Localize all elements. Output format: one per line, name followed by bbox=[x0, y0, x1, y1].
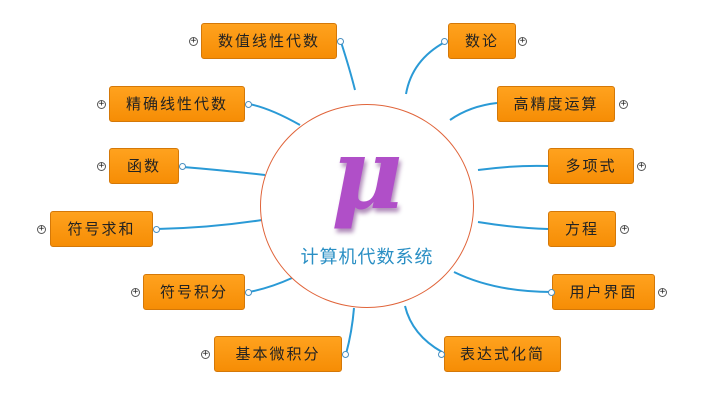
central-topic[interactable]: μ 计算机代数系统 bbox=[260, 104, 474, 308]
link-number-theory bbox=[405, 41, 446, 95]
expand-icon[interactable]: + bbox=[201, 349, 210, 359]
node-exact-linear-algebra[interactable]: 精确线性代数 bbox=[109, 86, 245, 122]
expand-icon[interactable]: + bbox=[97, 99, 106, 109]
link-functions bbox=[182, 166, 266, 176]
link-user-interface bbox=[453, 271, 553, 293]
connector-dot bbox=[153, 226, 160, 233]
expand-icon[interactable]: + bbox=[637, 161, 646, 171]
central-topic-label: 计算机代数系统 bbox=[300, 247, 434, 268]
link-basic-calculus bbox=[345, 307, 355, 355]
link-simplification bbox=[404, 305, 443, 353]
connector-dot bbox=[441, 38, 448, 45]
expand-icon[interactable]: + bbox=[131, 287, 140, 297]
node-polynomial[interactable]: 多项式 bbox=[548, 148, 634, 184]
link-numerical-linear-algebra bbox=[340, 41, 356, 91]
expand-icon[interactable]: + bbox=[658, 287, 667, 297]
connector-dot bbox=[548, 289, 555, 296]
connector-dot bbox=[342, 351, 349, 358]
mu-logo: μ bbox=[331, 117, 403, 232]
connector-dot bbox=[245, 289, 252, 296]
node-user-interface[interactable]: 用户界面 bbox=[552, 274, 655, 310]
node-equations[interactable]: 方程 bbox=[548, 211, 616, 247]
link-equations bbox=[477, 221, 549, 230]
node-high-precision-arithmetic[interactable]: 高精度运算 bbox=[497, 86, 615, 122]
expand-icon[interactable]: + bbox=[189, 36, 198, 46]
connector-dot bbox=[245, 101, 252, 108]
expand-icon[interactable]: + bbox=[619, 99, 628, 109]
link-polynomial bbox=[477, 164, 549, 171]
link-symbolic-integration bbox=[248, 277, 293, 293]
node-basic-calculus[interactable]: 基本微积分 bbox=[214, 336, 342, 372]
link-symbolic-sum bbox=[156, 219, 263, 230]
node-number-theory[interactable]: 数论 bbox=[448, 23, 516, 59]
link-exact-linear-algebra bbox=[248, 103, 301, 126]
connector-dot bbox=[179, 163, 186, 170]
expand-icon[interactable]: + bbox=[620, 224, 629, 234]
node-numerical-linear-algebra[interactable]: 数值线性代数 bbox=[201, 23, 337, 59]
expand-icon[interactable]: + bbox=[518, 36, 527, 46]
node-symbolic-sum[interactable]: 符号求和 bbox=[50, 211, 153, 247]
connector-dot bbox=[337, 38, 344, 45]
expand-icon[interactable]: + bbox=[37, 224, 46, 234]
link-high-precision bbox=[449, 102, 498, 121]
node-symbolic-integration[interactable]: 符号积分 bbox=[143, 274, 245, 310]
node-expression-simplification[interactable]: 表达式化简 bbox=[444, 336, 561, 372]
node-functions[interactable]: 函数 bbox=[109, 148, 179, 184]
connector-dot bbox=[438, 351, 445, 358]
expand-icon[interactable]: + bbox=[97, 161, 106, 171]
